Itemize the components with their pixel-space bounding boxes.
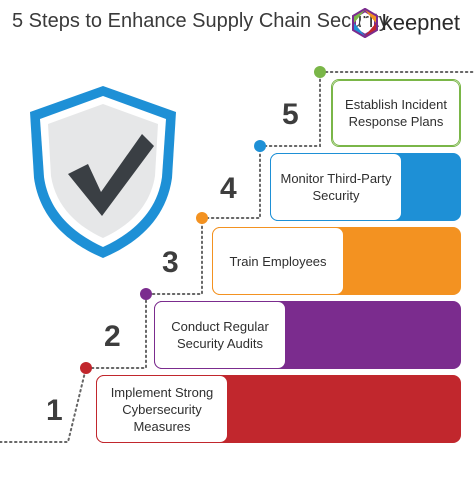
step4-number: 4 [220,172,237,205]
step3-bar: Train Employees [212,227,461,295]
step4-label: Monitor Third-Party Security [270,153,402,221]
step2-label: Conduct Regular Security Audits [154,301,286,369]
step4-bar: Monitor Third-Party Security [270,153,461,221]
step2-dot [140,288,152,300]
brand-name: keepnet [381,10,460,35]
step3-number: 3 [162,246,179,279]
keepnet-logo-icon [351,8,378,38]
step1-number: 1 [46,394,63,427]
step4-dot [254,140,266,152]
brand-logo: keepnet [350,8,460,38]
step5-label: Establish Incident Response Plans [332,80,460,146]
step5-bar: Establish Incident Response Plans [331,79,461,147]
step3-dot [196,212,208,224]
step2-number: 2 [104,320,121,353]
shield-check-icon [30,86,176,258]
step5-number: 5 [282,98,299,131]
page-title: 5 Steps to Enhance Supply Chain Security [12,10,389,32]
step1-label: Implement Strong Cybersecurity Measures [96,375,228,443]
step5-dot [314,66,326,78]
step1-bar: Implement Strong Cybersecurity Measures [96,375,461,443]
step3-label: Train Employees [212,227,344,295]
step2-bar: Conduct Regular Security Audits [154,301,461,369]
step1-dot [80,362,92,374]
